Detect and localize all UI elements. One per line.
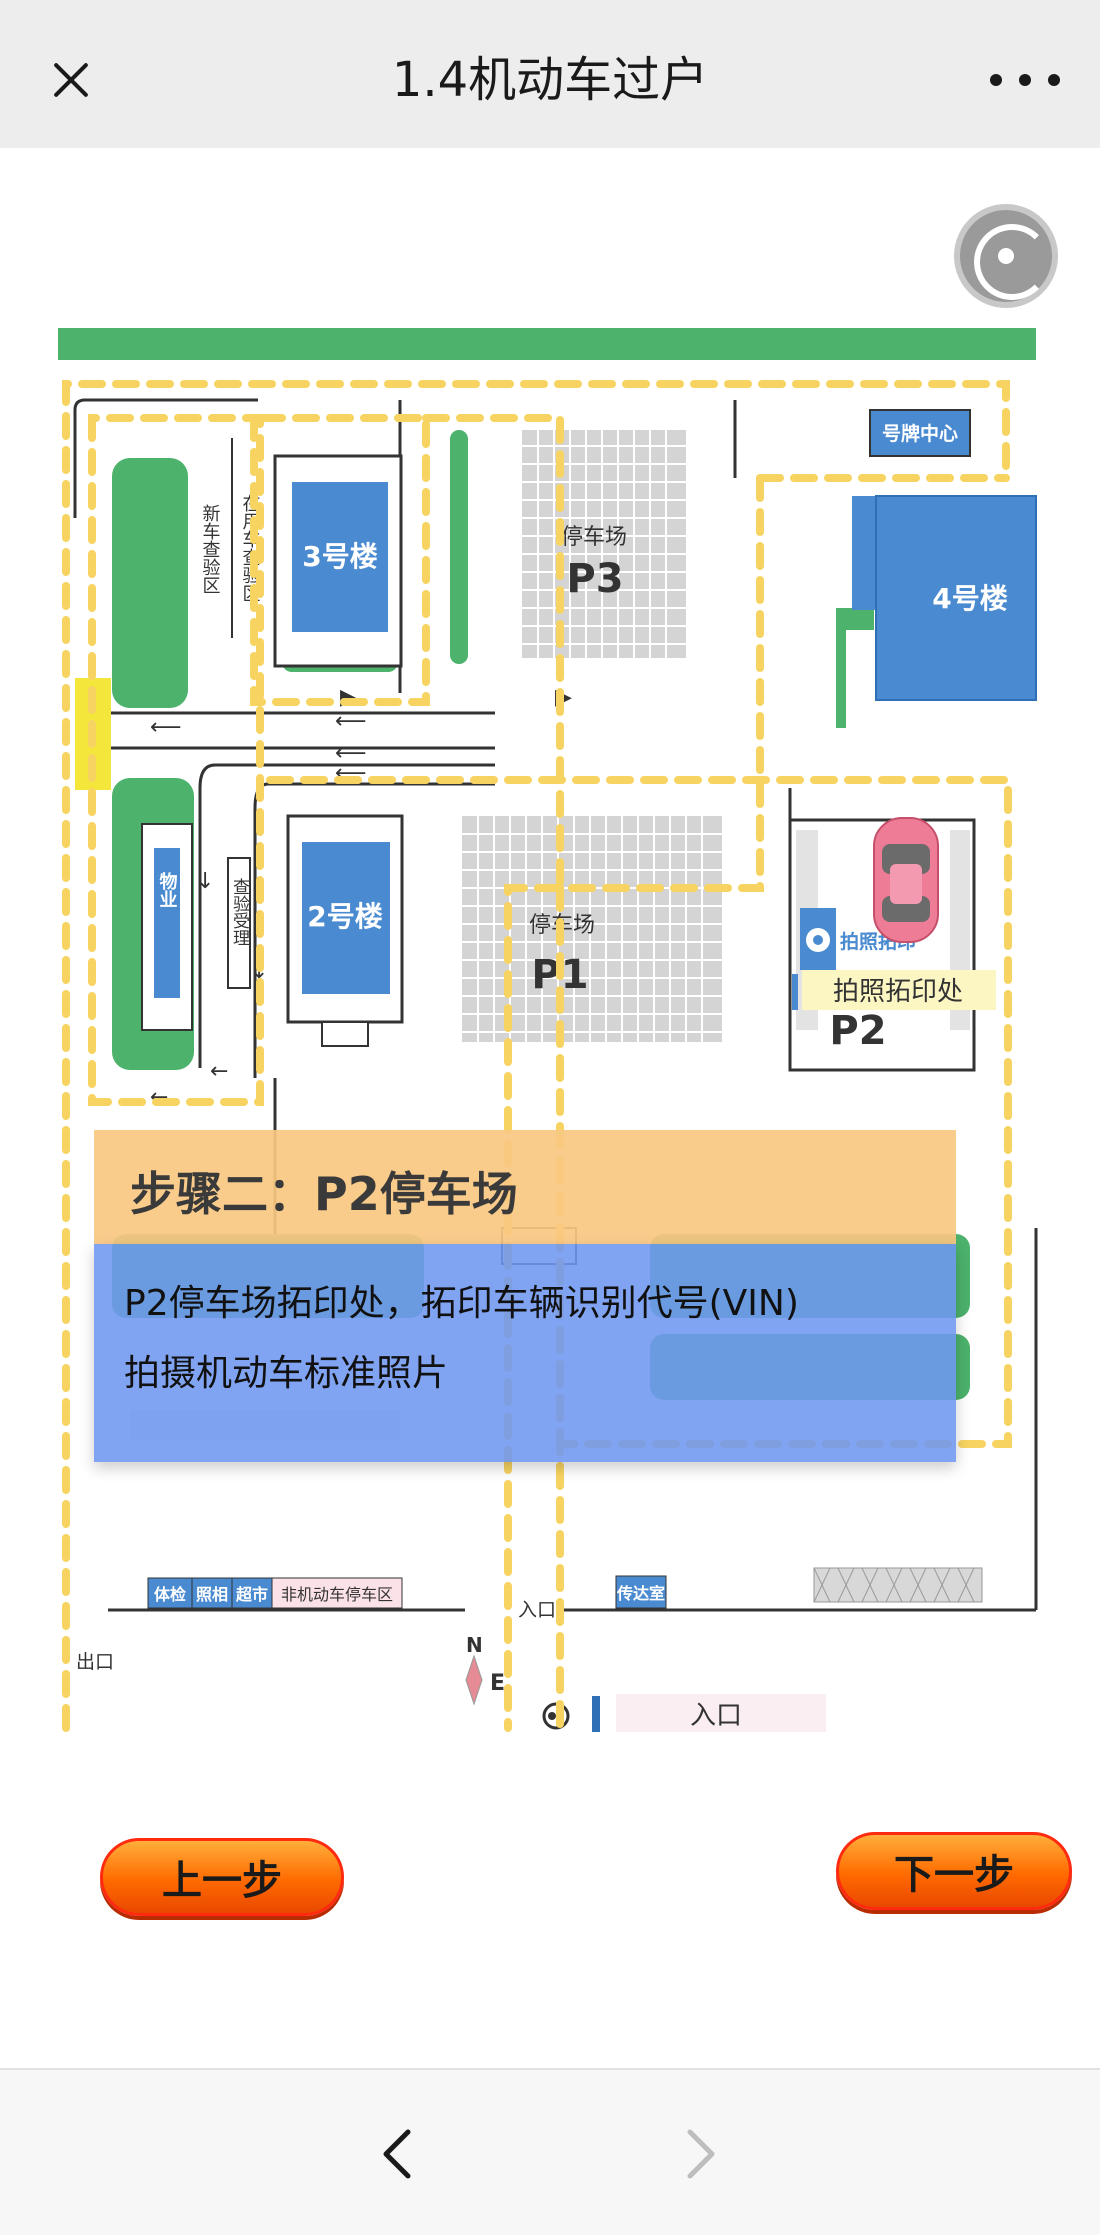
facility-market: 超市 (235, 1585, 268, 1604)
facilities-row (147, 1577, 403, 1609)
main-entrance (542, 1694, 826, 1732)
forward-arrow-icon[interactable] (668, 2124, 728, 2184)
step-title: 步骤二：P2停车场 (130, 1167, 518, 1221)
step-description: P2停车场拓印处，拓印车辆识别代号(VIN) 拍摄机动车标准照片 (94, 1244, 956, 1462)
svg-text:⟵: ⟵ (335, 709, 367, 734)
green-strip-top (58, 328, 1036, 360)
parking-p3 (522, 430, 686, 658)
guard-room-label: 传达室 (616, 1584, 665, 1603)
building-2 (302, 842, 390, 994)
step-line-1: P2停车场拓印处，拓印车辆识别代号(VIN) (124, 1283, 799, 1324)
svg-text:⟵: ⟵ (150, 715, 182, 740)
inspection-accept-box (227, 857, 251, 989)
compass-icon (465, 1654, 483, 1706)
gate-hatch (813, 1567, 983, 1603)
close-icon[interactable] (40, 50, 100, 110)
bottom-toolbar (0, 2068, 1100, 2235)
facility-bike-parking: 非机动车停车区 (281, 1585, 393, 1604)
green-island-1 (112, 458, 188, 708)
property-label: 物业 (157, 871, 178, 908)
inspection-accept-label: 查验受理 (229, 878, 250, 946)
parking-p3-label: 停车场 (561, 525, 627, 550)
entrance-inner-label: 入口 (518, 1599, 556, 1621)
campus-map: ⟵ ⟵ ⟵ ⟵ ↓ ↓ ← ← ▶ ▶ 3号楼 新车查验区 在用车查验区 (58, 328, 1038, 1732)
step-header: 步骤二：P2停车场 (94, 1130, 956, 1244)
main-entrance-label: 入口 (690, 1701, 742, 1731)
parking-p1 (462, 816, 722, 1042)
building-3 (292, 482, 388, 632)
number-plate-center (869, 409, 971, 457)
step-line-2: 拍摄机动车标准照片 (124, 1353, 449, 1394)
facility-checkup: 体检 (154, 1585, 186, 1604)
more-options-icon[interactable] (990, 62, 1060, 98)
svg-text:↓: ↓ (196, 869, 214, 894)
facility-photo: 照相 (196, 1585, 228, 1604)
green-island-3 (450, 430, 468, 664)
new-car-zone-label: 新车查验区 (200, 504, 221, 594)
building-4-label: 4号楼 (932, 582, 1007, 615)
svg-text:⟵: ⟵ (335, 741, 367, 766)
content-area: ⟵ ⟵ ⟵ ⟵ ↓ ↓ ← ← ▶ ▶ 3号楼 新车查验区 在用车查验区 (0, 148, 1100, 2068)
top-bar: 1.4机动车过户 (0, 0, 1100, 148)
parking-p2-code: P2 (829, 1008, 886, 1054)
svg-text:←: ← (150, 1085, 168, 1110)
building-2-label: 2号楼 (307, 900, 382, 933)
property-building (154, 848, 180, 998)
green-strip-5 (836, 618, 846, 728)
exit-label: 出口 (76, 1651, 114, 1673)
next-step-button[interactable]: 下一步 (836, 1832, 1072, 1910)
photo-stamp-tag-label: 拍照拓印处 (833, 977, 963, 1007)
svg-text:▶: ▶ (340, 685, 357, 710)
back-arrow-icon[interactable] (370, 2124, 430, 2184)
compass-e: E (490, 1671, 505, 1696)
prev-step-button[interactable]: 上一步 (100, 1838, 344, 1916)
compass-n: N (466, 1633, 483, 1657)
building-3-label: 3号楼 (302, 540, 377, 573)
parking-p3-code: P3 (566, 556, 623, 602)
photo-stamp-tag (802, 970, 996, 1010)
number-plate-center-label: 号牌中心 (882, 422, 958, 445)
svg-text:←: ← (210, 1059, 228, 1084)
music-toggle-icon[interactable] (954, 204, 1058, 308)
car-icon (873, 817, 939, 943)
building-4 (875, 495, 1037, 701)
page-title: 1.4机动车过户 (391, 52, 709, 108)
guard-room (615, 1575, 667, 1609)
